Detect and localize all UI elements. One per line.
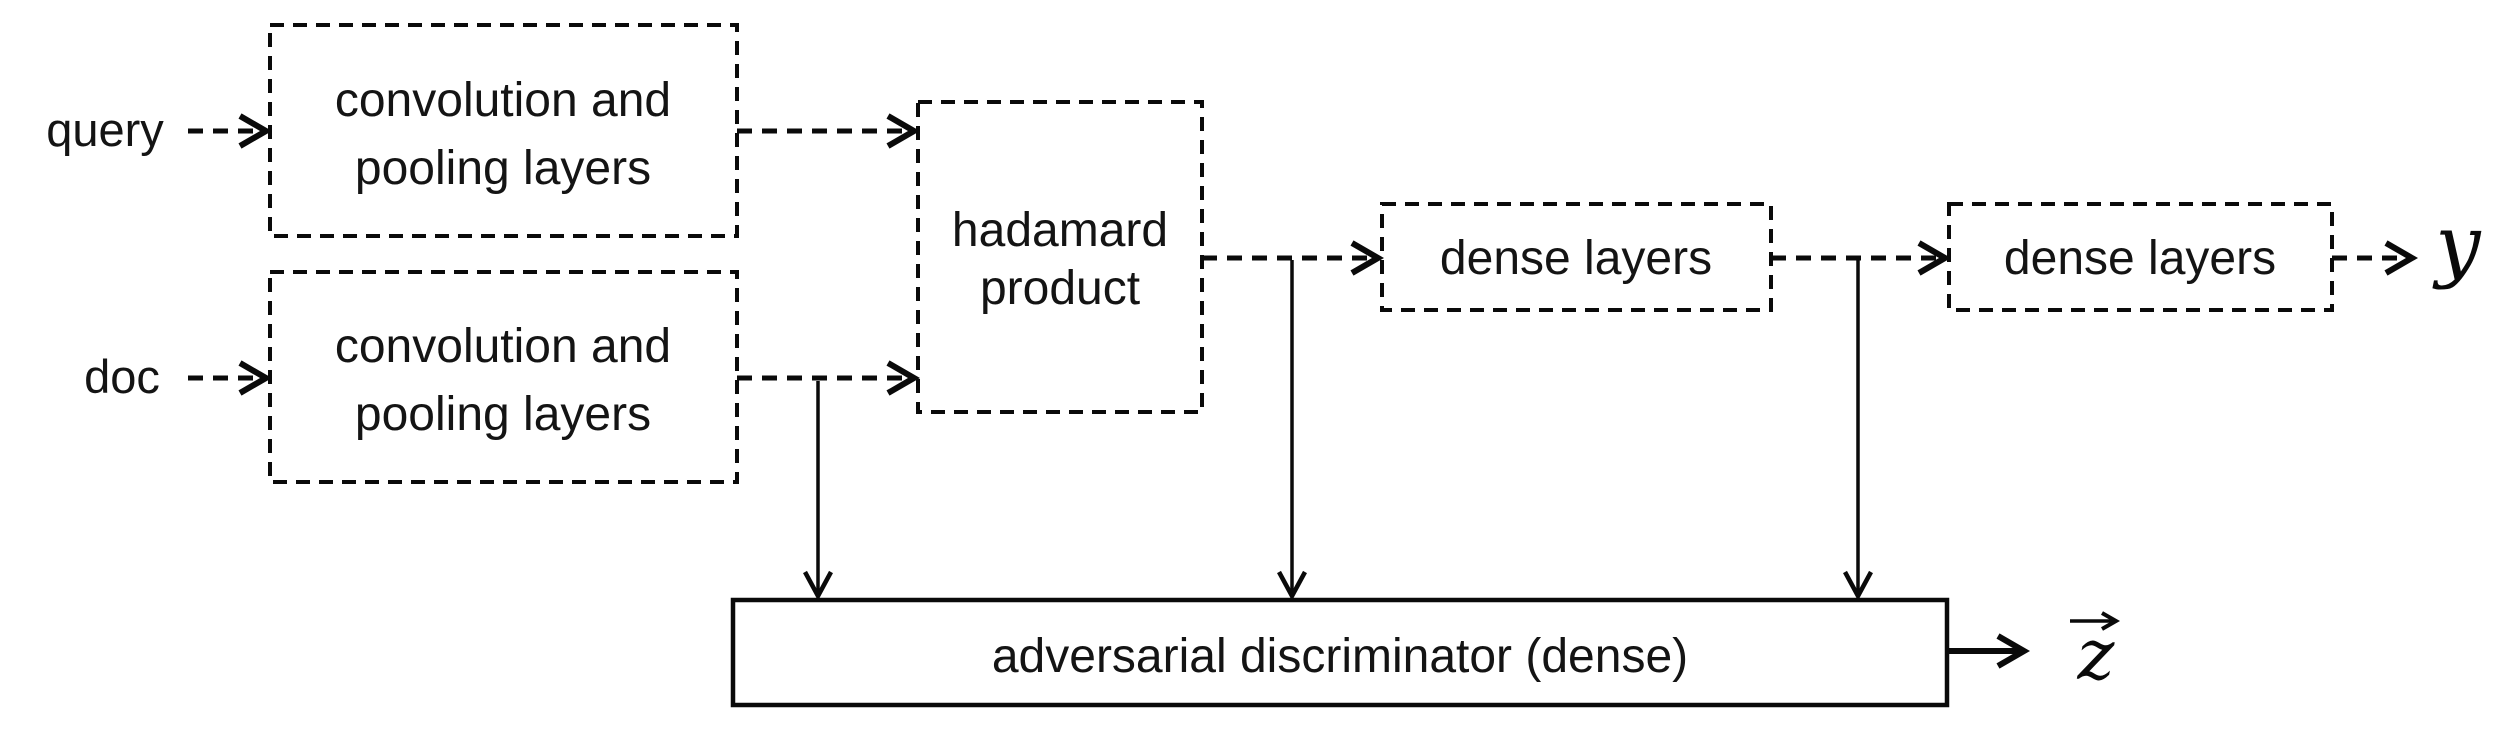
query-input-label: query — [46, 103, 164, 156]
output-z-label: z — [2077, 614, 2116, 696]
conv-pooling-query-label-line2: pooling layers — [355, 142, 651, 195]
output-y-label: y — [2432, 198, 2482, 291]
doc-input-label: doc — [84, 350, 160, 403]
adversarial-discriminator-label: adversarial discriminator (dense) — [992, 630, 1688, 683]
conv-pooling-query-label-line1: convolution and — [335, 74, 671, 127]
hadamard-product-box — [916, 100, 1204, 414]
dense-layers-1-label: dense layers — [1440, 232, 1712, 285]
hadamard-label-line1: hadamard — [952, 204, 1168, 257]
conv-pooling-doc-label-line1: convolution and — [335, 320, 671, 373]
hadamard-label-line2: product — [980, 262, 1140, 315]
conv-pooling-doc-label-line2: pooling layers — [355, 388, 651, 441]
conv-pooling-query-box — [268, 23, 739, 238]
dense-layers-2-label: dense layers — [2004, 232, 2276, 285]
conv-pooling-doc-box — [268, 270, 739, 484]
